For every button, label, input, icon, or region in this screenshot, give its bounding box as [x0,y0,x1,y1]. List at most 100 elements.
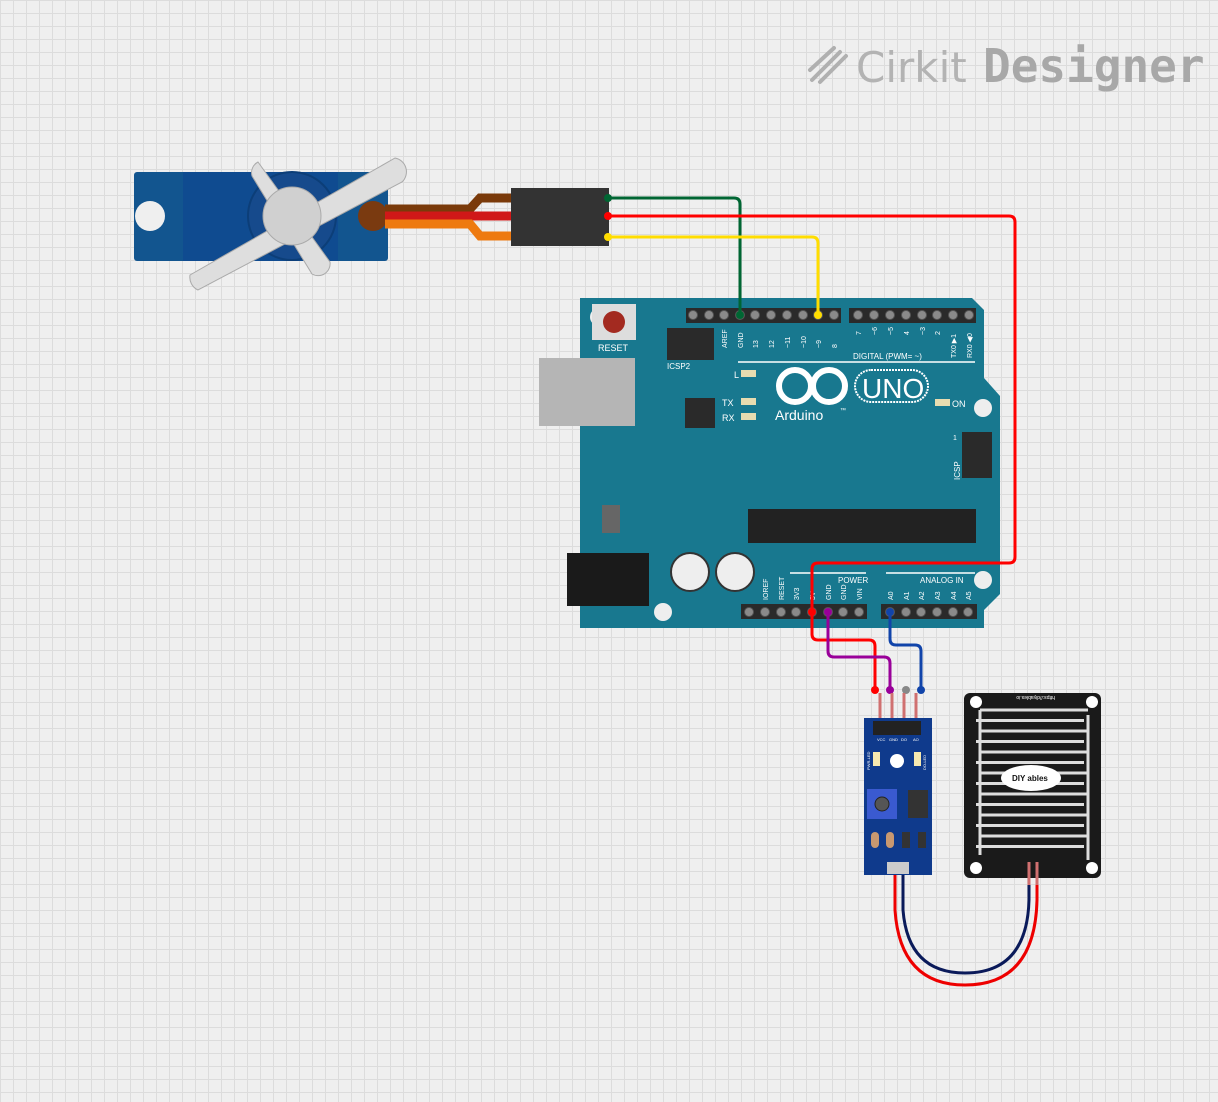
icsp-header [962,432,992,478]
wire-plate-red [893,870,1039,987]
rain-sensor-plate[interactable]: https://diyables.io DIY ables [964,693,1101,885]
servo-cable [385,193,512,241]
digital-header-right [849,308,976,323]
capacitors [670,552,755,592]
potentiometer[interactable] [867,789,897,819]
servo-horn[interactable] [189,157,407,291]
power-pin-label: VIN [857,588,864,600]
do-led-label: DO-LED [922,755,927,770]
power-pin[interactable] [838,607,848,617]
digital-pin[interactable] [798,310,808,320]
led-on-label: ON [952,399,966,409]
analog-pin[interactable] [932,607,942,617]
digital-pin-label: AREF [722,329,729,348]
digital-pin-label: GND [738,332,745,348]
sensor-pin-label: VCC [877,737,886,742]
analog-pin-label: A1 [904,591,911,600]
led-tx-label: TX [722,398,734,408]
pwr-led-label: PWR-LED [866,751,871,770]
wire-gnd-green[interactable] [608,196,742,315]
analog-pin-label: A5 [966,591,973,600]
wire-gnd-purple[interactable] [826,612,892,690]
power-pin[interactable] [854,607,864,617]
digital-pin[interactable] [853,310,863,320]
analog-pin-label: A3 [935,591,942,600]
power-pin[interactable] [776,607,786,617]
digital-pin-label: ~10 [801,336,808,348]
digital-pin-label: 13 [753,340,760,348]
power-pin-label: GND [826,584,833,600]
digital-pin[interactable] [719,310,729,320]
logo-brand-text: Cirkit [856,43,967,92]
power-pin[interactable] [791,607,801,617]
servo-motor[interactable] [134,157,609,291]
digital-pin[interactable] [932,310,942,320]
analog-pin-label: A4 [951,591,958,600]
icsp2-header [667,328,714,360]
wire-analog-blue[interactable] [888,612,923,690]
wire-signal-yellow[interactable] [608,235,820,315]
digital-pin[interactable] [750,310,760,320]
digital-pin-label: 2 [935,331,942,335]
voltage-regulator [602,505,620,533]
digital-pin-label: 12 [769,340,776,348]
usb-port [539,358,635,426]
digital-pin[interactable] [782,310,792,320]
wire-plate-navy [901,870,1031,975]
power-pin-label: 3V3 [794,587,801,600]
chip [685,398,715,428]
analog-pin[interactable] [963,607,973,617]
power-label: POWER [838,576,868,585]
cirkit-designer-logo: Cirkit Designer [808,39,1205,93]
wires [604,194,1039,987]
microcontroller [748,509,976,543]
wire-vcc-red[interactable] [608,214,1017,690]
power-pin[interactable] [744,607,754,617]
analog-pin[interactable] [916,607,926,617]
digital-pin[interactable] [766,310,776,320]
digital-pin-label: ~11 [785,337,792,348]
digital-pin-label: 8 [832,344,839,348]
analog-pin[interactable] [901,607,911,617]
digital-pin[interactable] [885,310,895,320]
digital-label: DIGITAL (PWM= ~) [853,352,922,361]
cirkit-logo-icon [808,46,848,84]
digital-pin-label: TX0 ▶1 [951,334,958,358]
analog-pin-label: A0 [888,591,895,600]
digital-pin[interactable] [948,310,958,320]
analog-pin[interactable] [948,607,958,617]
digital-pin[interactable] [688,310,698,320]
digital-pin[interactable] [704,310,714,320]
trademark-label: ™ [840,407,846,414]
icsp-pin1-label: 1 [953,435,957,442]
digital-pin-label: ~6 [872,327,879,335]
power-pin-label: GND [841,584,848,600]
digital-pin[interactable] [901,310,911,320]
digital-pin-label: ~5 [888,327,895,335]
digital-pin-label: 4 [904,331,911,335]
sensor-pin-label: GND [889,737,898,742]
uno-label: UNO [862,373,924,404]
reset-button[interactable] [592,304,636,340]
diyables-logo: DIY ables [1012,774,1048,783]
power-pin[interactable] [760,607,770,617]
sensor-pin-label: AO [913,737,919,742]
power-pin-label: IOREF [763,579,770,600]
icsp2-label: ICSP2 [667,362,691,371]
digital-pin[interactable] [917,310,927,320]
arduino-uno-board[interactable]: RESET ICSP2 L TX RX ON Arduino ™ UNO 1 I… [539,298,1000,628]
digital-pin[interactable] [829,310,839,320]
digital-pin[interactable] [964,310,974,320]
power-pin-label: RESET [779,576,786,600]
servo-connector [511,188,609,246]
power-header [741,604,867,619]
digital-pin[interactable] [869,310,879,320]
reset-label: RESET [598,343,629,353]
analog-pin-label: A2 [919,591,926,600]
arduino-logo-icon [776,367,848,405]
power-jack [567,553,649,606]
analog-header [881,604,977,619]
led-rx-label: RX [722,413,735,423]
